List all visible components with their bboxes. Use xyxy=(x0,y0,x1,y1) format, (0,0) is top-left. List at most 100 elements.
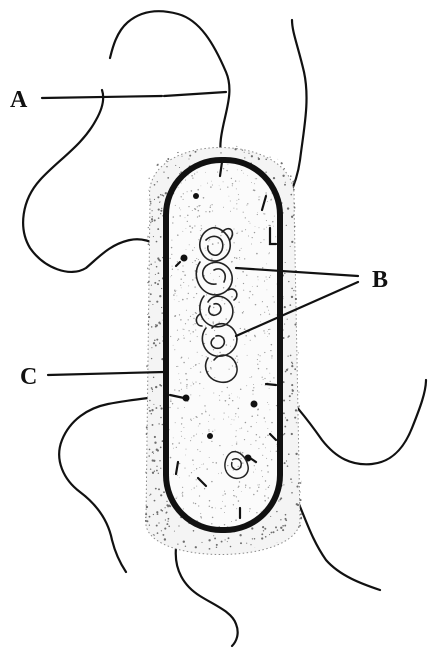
capsule-dot xyxy=(302,198,304,200)
cytoplasm-dot xyxy=(196,486,197,487)
cytoplasm-dot xyxy=(235,413,236,414)
capsule-dot xyxy=(166,160,167,161)
capsule-dot xyxy=(146,534,148,536)
capsule-dot xyxy=(149,537,150,538)
cytoplasm-dot xyxy=(255,440,256,441)
cytoplasm-dot xyxy=(213,393,214,394)
cytoplasm-dot xyxy=(234,419,235,420)
cytoplasm-dot xyxy=(179,301,180,302)
cytoplasm-dot xyxy=(259,227,260,228)
capsule-dot xyxy=(143,246,145,248)
cytoplasm-dot xyxy=(257,490,259,492)
cytoplasm-dot xyxy=(193,383,194,384)
capsule-dot xyxy=(154,436,156,438)
cytoplasm-dot xyxy=(245,487,246,488)
cytoplasm-dot xyxy=(224,524,225,525)
cytoplasm-dot xyxy=(220,189,221,190)
cytoplasm-dot xyxy=(267,428,268,429)
cytoplasm-dot xyxy=(260,321,261,322)
cytoplasm-dot xyxy=(258,199,259,200)
cytoplasm-dot xyxy=(236,442,237,443)
capsule-dot xyxy=(153,136,154,137)
capsule-dot xyxy=(170,561,172,563)
cytoplasm-dot xyxy=(256,253,258,255)
leader-line-a xyxy=(42,96,162,98)
cytoplasm-dot xyxy=(241,248,242,249)
capsule-dot xyxy=(150,468,151,469)
capsule-dot xyxy=(150,159,151,160)
capsule-dot xyxy=(136,150,138,152)
capsule-dot xyxy=(236,145,238,147)
cytoplasm-dot xyxy=(230,211,231,212)
cytoplasm-dot xyxy=(190,316,191,317)
capsule-dot xyxy=(148,455,150,457)
capsule-dot xyxy=(139,413,141,415)
cytoplasm-dot xyxy=(236,508,237,509)
cytoplasm-dot xyxy=(199,395,200,396)
capsule-dot xyxy=(168,518,170,520)
cytoplasm-dot xyxy=(181,279,182,280)
capsule-dot xyxy=(149,301,151,303)
capsule-dot xyxy=(144,517,145,518)
cytoplasm-dot xyxy=(249,508,250,509)
cytoplasm-dot xyxy=(189,475,190,476)
cytoplasm-dot xyxy=(221,391,222,392)
capsule-dot xyxy=(142,138,143,139)
capsule-dot xyxy=(283,412,285,414)
cytoplasm-dot xyxy=(254,462,255,463)
cytoplasm-dot xyxy=(210,368,211,369)
cytoplasm-dot xyxy=(250,426,251,427)
capsule-dot xyxy=(209,548,211,550)
capsule-dot xyxy=(297,232,299,234)
capsule-dot xyxy=(139,203,141,205)
capsule-dot xyxy=(155,407,157,409)
cytoplasm-dot xyxy=(176,498,177,499)
cytoplasm-dot xyxy=(205,410,206,411)
capsule-dot xyxy=(151,285,152,286)
cytoplasm-dot xyxy=(236,258,237,259)
cytoplasm-dot xyxy=(268,404,269,405)
capsule-dot xyxy=(273,154,275,156)
cytoplasm-dot xyxy=(253,494,255,496)
cytoplasm-dot xyxy=(269,333,270,334)
cytoplasm-dot xyxy=(255,336,256,337)
capsule-dot xyxy=(295,298,297,300)
capsule-dot xyxy=(140,279,141,280)
capsule-dot xyxy=(139,563,140,564)
capsule-dot xyxy=(156,470,158,472)
capsule-dot xyxy=(306,502,308,504)
capsule-dot xyxy=(262,526,264,528)
capsule-dot xyxy=(307,194,309,196)
cytoplasm-dot xyxy=(192,331,193,332)
cytoplasm-dot xyxy=(269,373,270,374)
capsule-dot xyxy=(277,563,278,564)
cytoplasm-dot xyxy=(211,258,213,260)
capsule-dot xyxy=(269,557,270,558)
cytoplasm-dot xyxy=(238,466,239,467)
capsule-dot xyxy=(146,520,148,522)
capsule-dot xyxy=(157,228,159,230)
cytoplasm-dot xyxy=(230,279,231,280)
capsule-dot xyxy=(269,556,271,558)
capsule-dot xyxy=(139,286,141,288)
cytoplasm-dot xyxy=(191,472,192,473)
cytoplasm-dot xyxy=(186,388,187,389)
cytoplasm-dot xyxy=(235,285,236,286)
cytoplasm-dot xyxy=(224,493,226,495)
cytoplasm-dot xyxy=(242,462,243,463)
capsule-dot xyxy=(181,146,183,148)
cytoplasm-dot xyxy=(181,423,182,424)
cytoplasm-dot xyxy=(238,194,239,195)
cytoplasm-dot xyxy=(179,442,180,443)
cytoplasm-dot xyxy=(214,377,215,378)
capsule-dot xyxy=(167,155,168,156)
capsule-dot xyxy=(142,214,144,216)
cytoplasm-dot xyxy=(219,185,220,186)
cytoplasm-dot xyxy=(198,505,199,506)
capsule-dot xyxy=(302,455,303,456)
cytoplasm-dot xyxy=(171,240,172,241)
cytoplasm-dot xyxy=(193,435,194,436)
cytoplasm-dot xyxy=(173,294,174,295)
leader-line-a-2 xyxy=(164,92,226,96)
capsule-dot xyxy=(168,504,170,506)
